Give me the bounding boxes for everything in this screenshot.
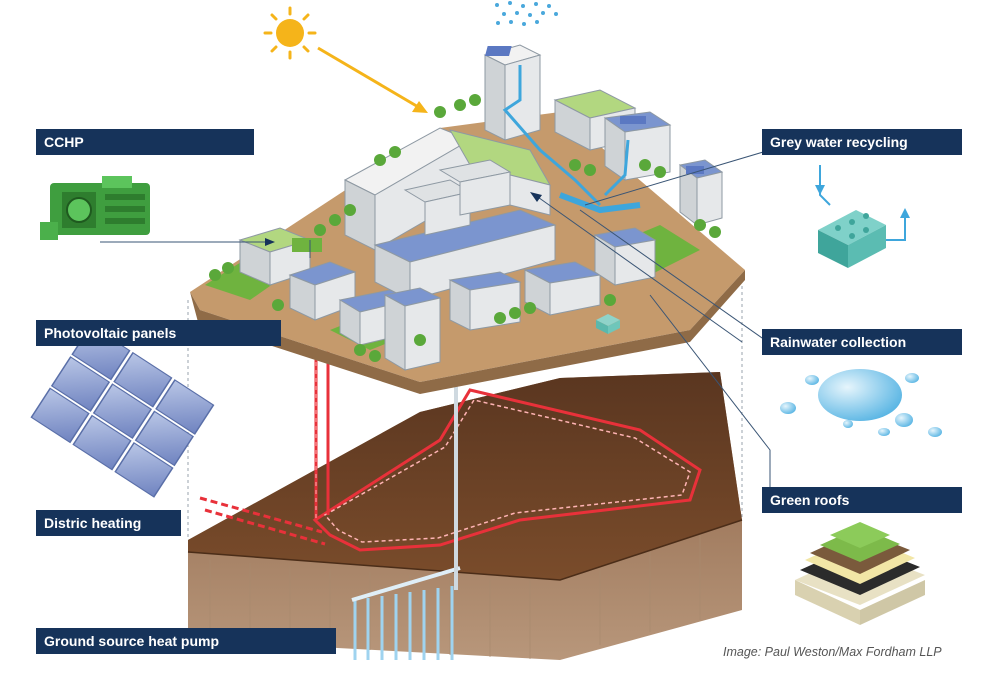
cchp-engine-icon — [40, 176, 150, 240]
urban-district-platform — [190, 44, 745, 394]
label-grey-water-recycling: Grey water recycling — [762, 129, 962, 155]
label-cchp: CCHP — [36, 129, 254, 155]
ground-source-boreholes — [351, 566, 461, 660]
district-heating-supply-pipe — [199, 496, 326, 546]
district-heating-loop — [312, 388, 702, 552]
rain-icon — [495, 1, 558, 26]
label-rainwater-collection: Rainwater collection — [762, 329, 962, 355]
label-green-roofs: Green roofs — [762, 487, 962, 513]
underground-soil-block — [187, 372, 743, 660]
sun-icon — [263, 6, 317, 60]
cchp-plant-marker — [292, 238, 322, 252]
rain-drops-icon — [780, 369, 942, 437]
grey-water-tank-icon — [815, 165, 910, 268]
rainwater-channels — [502, 65, 641, 214]
photovoltaic-panel-icon — [30, 324, 215, 498]
label-photovoltaic-panels: Photovoltaic panels — [36, 320, 281, 346]
label-ground-source-heat-pump: Ground source heat pump — [36, 628, 336, 654]
label-district-heating: Distric heating — [36, 510, 181, 536]
sun-ray-arrow — [317, 46, 428, 113]
storage-tank-icon — [596, 314, 620, 334]
trees — [209, 94, 721, 362]
image-credit: Image: Paul Weston/Max Fordham LLP — [723, 645, 942, 659]
green-roof-section-icon — [795, 522, 925, 625]
